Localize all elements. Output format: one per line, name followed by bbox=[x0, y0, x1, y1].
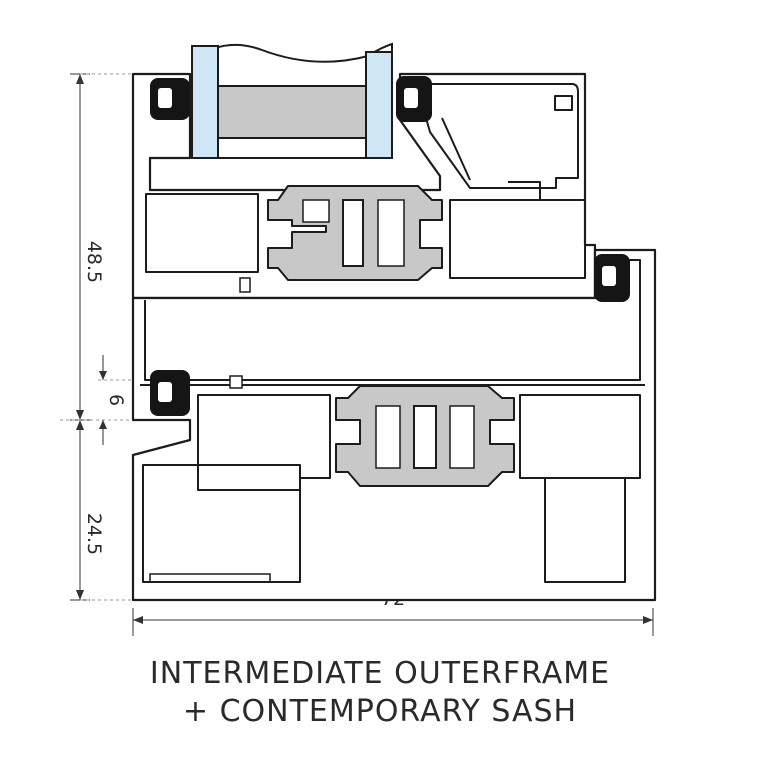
caption-line-2: + CONTEMPORARY SASH bbox=[182, 694, 578, 729]
dim-lower-24-5: 24.5 bbox=[83, 513, 105, 555]
profile-cross-section-diagram: 48.5 6 24.5 72 bbox=[60, 42, 657, 636]
dim-height-48-5: 48.5 bbox=[83, 241, 105, 283]
caption-line-1: INTERMEDIATE OUTERFRAME bbox=[149, 656, 611, 691]
thermal-break-upper bbox=[267, 185, 443, 281]
dim-overlap-6: 6 bbox=[105, 394, 127, 406]
upper-chambers bbox=[145, 181, 586, 293]
lower-chambers bbox=[142, 375, 641, 583]
thermal-break-lower bbox=[335, 385, 515, 487]
dimension-lines bbox=[60, 73, 654, 636]
gaskets bbox=[150, 76, 630, 416]
glazing-unit bbox=[191, 42, 393, 159]
